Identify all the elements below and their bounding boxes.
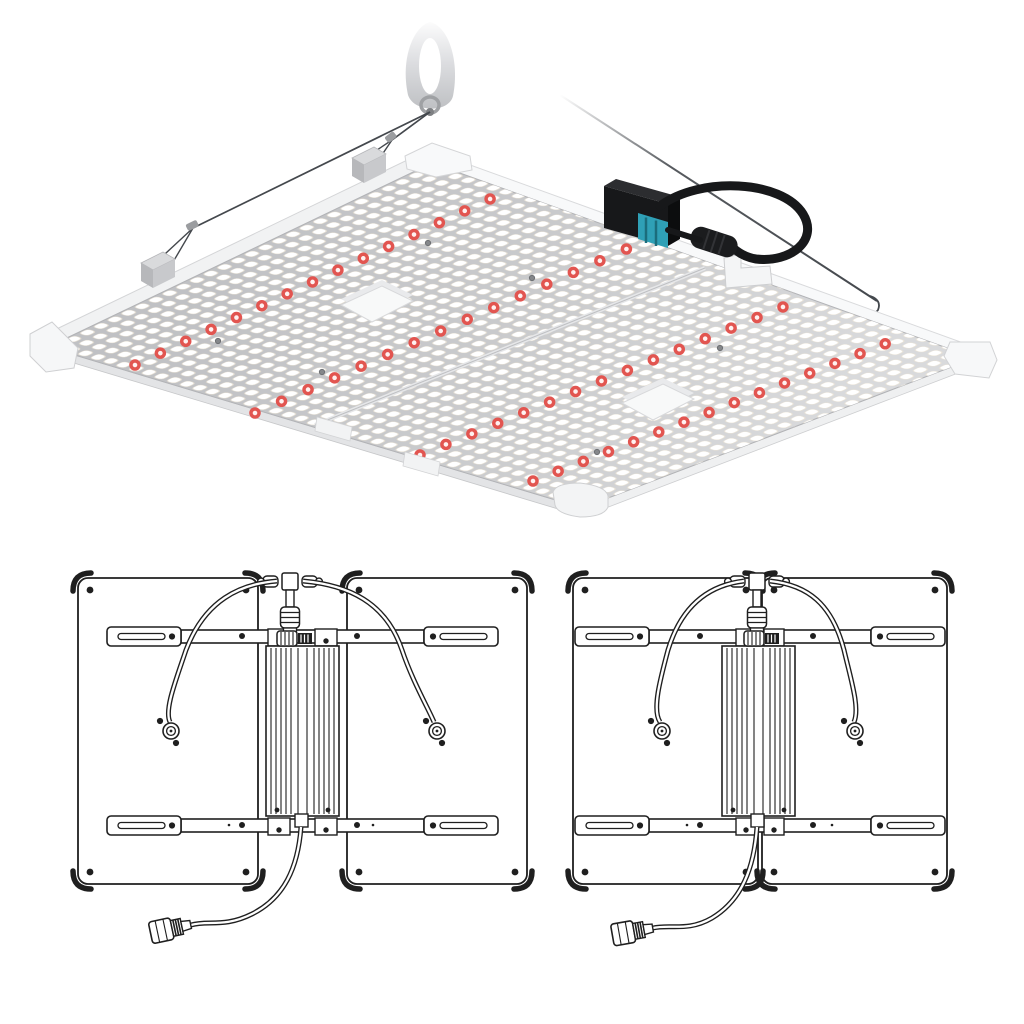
board-screw: [716, 344, 724, 352]
led-grid: [48, 163, 975, 508]
red-led-row: [129, 186, 511, 371]
cable-mid: [391, 111, 431, 141]
rear-view-diagram-panels-together: [568, 573, 952, 947]
hook-opening: [419, 38, 441, 94]
power-plug: [609, 916, 656, 947]
cable-ferrule: [185, 220, 199, 231]
led-board: [46, 162, 977, 509]
edge-foot-2: [402, 451, 441, 477]
corner-foot-south: [552, 482, 609, 518]
power-cable: [652, 813, 765, 931]
heatsink-fins: [270, 648, 335, 814]
board-seam-line: [314, 267, 706, 426]
edge-foot-1: [314, 416, 353, 442]
cable-anchor-bracket-2: [351, 146, 387, 183]
red-led-rows: [129, 186, 906, 487]
board-screw: [318, 368, 326, 376]
board-screw: [528, 274, 536, 282]
panel-knockout-1: [339, 280, 415, 323]
corner-cap-north: [404, 142, 473, 178]
driver-teal-stripes: [644, 217, 658, 246]
driver-cable: [655, 181, 813, 264]
heatsink-fins: [726, 648, 791, 814]
suspension-cables: [151, 111, 431, 275]
hanging-hook: [405, 22, 456, 116]
power-cable: [190, 813, 309, 928]
board-screw: [593, 448, 601, 456]
corner-bracket-east: [943, 341, 998, 379]
heatsink: [721, 645, 796, 817]
driver-box-top: [604, 179, 680, 204]
heatsink: [265, 645, 340, 817]
cable-ferrule: [385, 131, 397, 143]
power-plug: [147, 912, 194, 945]
driver-short-cable: [665, 227, 703, 243]
rear-view-diagram-panels-spread: [73, 573, 532, 945]
driver-cable-connector: [690, 226, 738, 258]
board-cables: [165, 578, 437, 724]
corner-bracket-west: [29, 321, 79, 373]
panel-knockout-2: [620, 378, 696, 421]
driver-assembly: [604, 179, 813, 264]
cable-anchor-bracket-1: [140, 251, 176, 288]
ratchet-hanger-rope: [559, 94, 878, 302]
board-cables: [654, 578, 859, 724]
board-screw: [424, 239, 432, 247]
hanging-led-grow-light-render: [29, 22, 998, 518]
board-screw: [214, 337, 222, 345]
red-led-row: [527, 332, 906, 487]
cable-left: [192, 111, 431, 229]
board-screws: [214, 239, 724, 456]
red-led-row: [249, 237, 646, 419]
